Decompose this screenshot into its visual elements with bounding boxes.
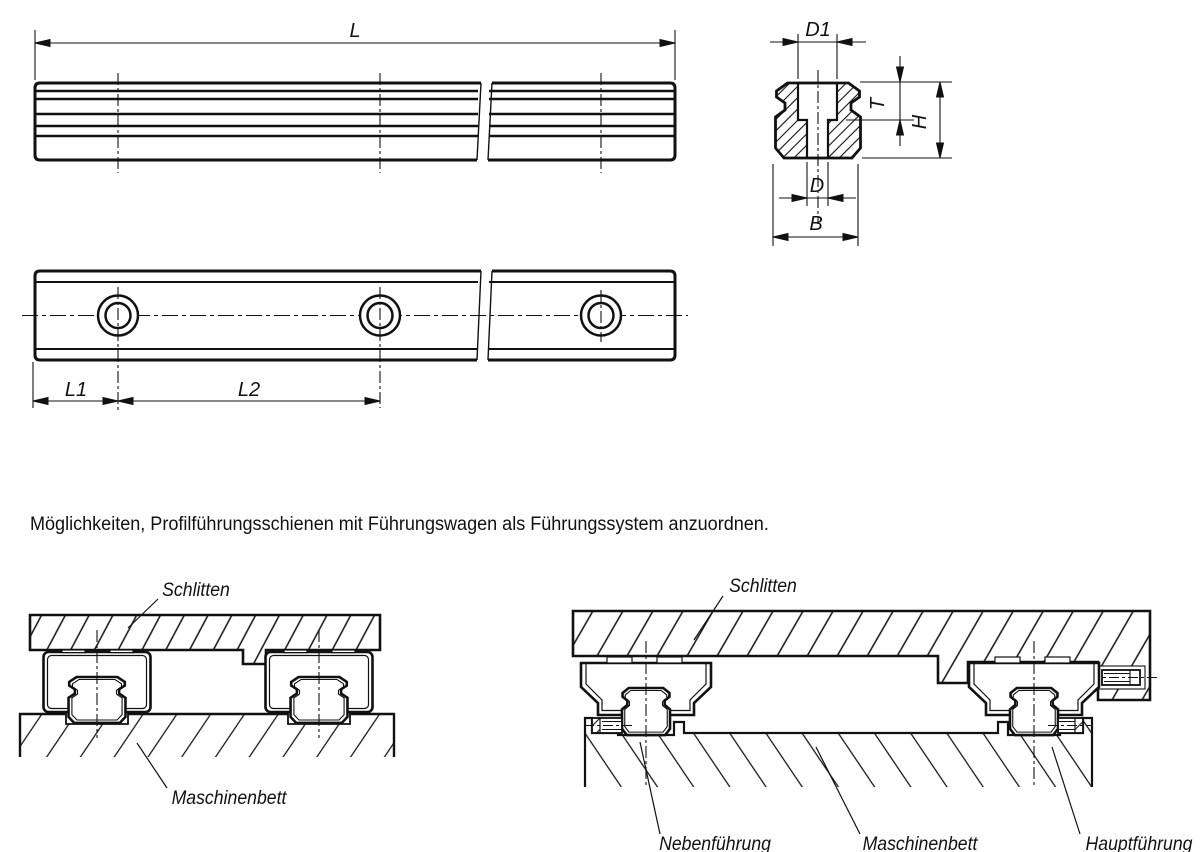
dimension-B (772, 164, 859, 246)
label-L2: L2 (238, 379, 260, 401)
label-main-guide: Hauptführung (1086, 832, 1194, 852)
dimension-T (846, 56, 952, 146)
drawing-text: L L1 L2 D1 T H D B Möglichkeiten, Profil… (30, 19, 1193, 852)
label-machine-bed-right: Maschinenbett (863, 832, 979, 852)
label-L1: L1 (65, 379, 87, 401)
label-secondary-guide: Nebenführung (659, 832, 772, 852)
rail-plan-view (22, 269, 688, 413)
rail-clamp (1048, 717, 1093, 734)
dimension-D (779, 162, 856, 206)
label-B: B (809, 213, 822, 235)
arrangement-right (571, 595, 1158, 835)
label-slide-right: Schlitten (729, 574, 797, 596)
label-L: L (349, 20, 360, 42)
dimension-L1-L2 (32, 362, 381, 408)
rail-side-view (33, 30, 677, 173)
arrangement-left (18, 598, 396, 789)
caption: Möglichkeiten, Profilführungsschienen mi… (30, 513, 769, 535)
side-clamp-screw (1090, 665, 1158, 690)
label-D: D (810, 175, 824, 197)
rail-cross-section (770, 34, 952, 246)
dimension-D1 (770, 34, 866, 79)
label-machine-bed-left: Maschinenbett (172, 786, 288, 808)
label-H: H (909, 114, 931, 129)
label-T: T (867, 96, 889, 110)
rail-clamp (584, 717, 634, 734)
dimension-H (862, 81, 952, 159)
label-D1: D1 (805, 19, 831, 41)
dimension-L (34, 30, 676, 80)
label-slide-left: Schlitten (162, 578, 230, 600)
